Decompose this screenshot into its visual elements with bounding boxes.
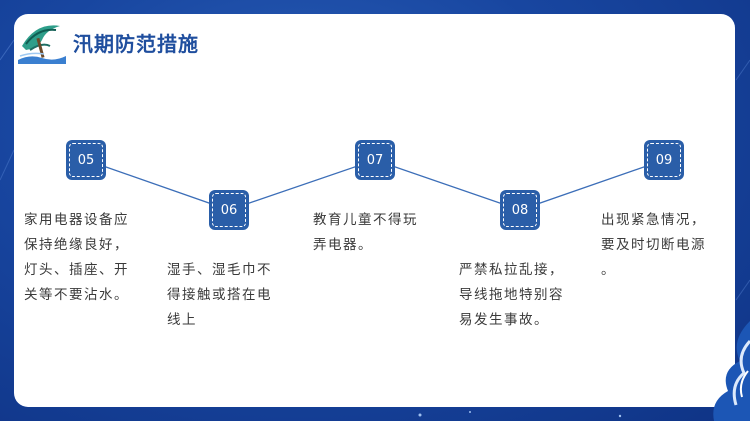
text-line: 关等不要沾水。 — [24, 287, 129, 303]
text-line: 严禁私拉乱接， — [459, 262, 564, 278]
text-line: 湿手、湿毛巾不 — [167, 262, 272, 278]
step-description-07: 教育儿童不得玩 弄电器。 — [313, 208, 418, 258]
step-number: 05 — [69, 143, 103, 177]
step-badge-09: 09 — [644, 140, 684, 180]
step-badge-06: 06 — [209, 190, 249, 230]
step-badge-05: 05 — [66, 140, 106, 180]
text-line: 易发生事故。 — [459, 312, 549, 328]
text-line: 弄电器。 — [313, 237, 373, 253]
text-line: 线上 — [167, 312, 197, 328]
text-line: 出现紧急情况， — [601, 212, 706, 228]
text-line: 教育儿童不得玩 — [313, 212, 418, 228]
storm-logo-icon — [18, 25, 66, 64]
step-number: 08 — [503, 193, 537, 227]
step-description-05: 家用电器设备应 保持绝缘良好， 灯头、插座、开 关等不要沾水。 — [24, 208, 129, 308]
step-description-08: 严禁私拉乱接， 导线拖地特别容 易发生事故。 — [459, 258, 564, 333]
text-line: 保持绝缘良好， — [24, 237, 129, 253]
step-number: 06 — [212, 193, 246, 227]
step-badge-07: 07 — [355, 140, 395, 180]
page-title: 汛期防范措施 — [73, 32, 199, 56]
step-description-06: 湿手、湿毛巾不 得接触或搭在电 线上 — [167, 258, 272, 333]
text-line: 。 — [601, 262, 616, 278]
text-line: 得接触或搭在电 — [167, 287, 272, 303]
step-number: 07 — [358, 143, 392, 177]
text-line: 家用电器设备应 — [24, 212, 129, 228]
text-line: 灯头、插座、开 — [24, 262, 129, 278]
step-badge-08: 08 — [500, 190, 540, 230]
text-line: 要及时切断电源 — [601, 237, 706, 253]
text-line: 导线拖地特别容 — [459, 287, 564, 303]
step-number: 09 — [647, 143, 681, 177]
wave-decoration — [713, 321, 750, 421]
step-description-09: 出现紧急情况， 要及时切断电源 。 — [601, 208, 706, 283]
